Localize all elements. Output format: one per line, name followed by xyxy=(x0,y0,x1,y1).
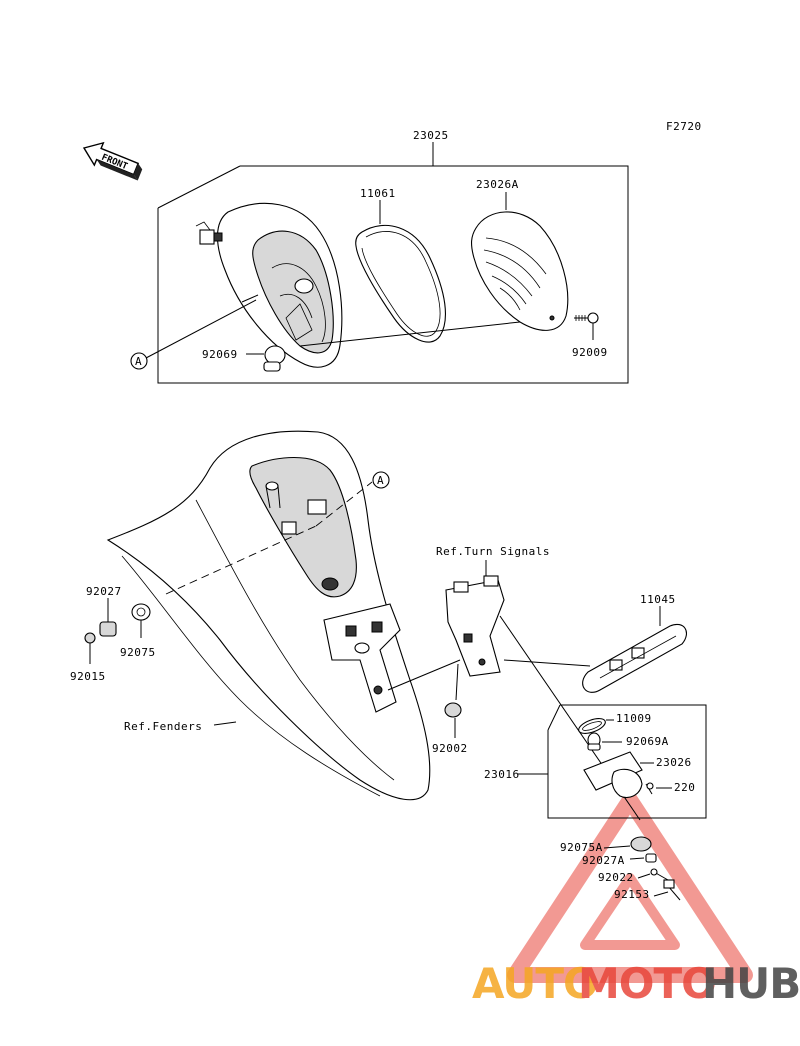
svg-text:A: A xyxy=(377,474,384,487)
tail-light-assembly: 23025 92069 11061 230 xyxy=(145,129,629,384)
svg-text:A: A xyxy=(135,355,142,368)
figure-code: F2720 xyxy=(666,120,702,133)
gasket-11009-icon xyxy=(578,718,606,734)
label-220: 220 xyxy=(674,781,695,794)
label-92069: 92069 xyxy=(202,348,238,361)
label-92075A: 92075A xyxy=(560,841,603,854)
label-92027A: 92027A xyxy=(582,854,625,867)
label-92009: 92009 xyxy=(572,346,608,359)
label-92075: 92075 xyxy=(120,646,156,659)
label-ref-turn-signals: Ref.Turn Signals xyxy=(436,545,550,558)
license-lamp-cover-11045 xyxy=(582,624,687,693)
watermark-part2: MOTO xyxy=(578,959,716,1008)
grommet-92075a-icon xyxy=(630,836,652,852)
label-92153: 92153 xyxy=(614,888,650,901)
label-23026A: 23026A xyxy=(476,178,519,191)
front-arrow-icon: FRONT xyxy=(82,141,143,181)
bulb-92069-icon xyxy=(263,345,286,372)
label-11045: 11045 xyxy=(640,593,676,606)
nut-92027-icon xyxy=(99,621,117,637)
nut-92027a-icon xyxy=(645,853,657,863)
label-23016: 23016 xyxy=(484,768,520,781)
washer-92015-icon xyxy=(84,632,96,644)
label-23026: 23026 xyxy=(656,756,692,769)
label-ref-fenders: Ref.Fenders xyxy=(124,720,202,733)
grommet-92002-icon xyxy=(444,702,462,718)
screw-92009-icon xyxy=(574,312,599,324)
label-92022: 92022 xyxy=(598,871,634,884)
label-92015: 92015 xyxy=(70,670,106,683)
watermark-part3: HUB xyxy=(702,959,800,1008)
label-23025: 23025 xyxy=(413,129,449,142)
bulb-92069a-icon xyxy=(587,732,601,751)
watermark-text: AUTO MOTO HUB xyxy=(472,959,800,1008)
turn-signal-bracket xyxy=(445,575,505,677)
license-lamp-assembly-box: 23016 xyxy=(484,704,707,819)
watermark-logo xyxy=(507,792,753,983)
reference-marker-a-fender: A xyxy=(372,471,390,489)
watermark-part1: AUTO xyxy=(472,959,598,1008)
reference-marker-a-top: A xyxy=(130,352,148,370)
label-11061: 11061 xyxy=(360,187,396,200)
label-92002: 92002 xyxy=(432,742,468,755)
grommet-92075-icon xyxy=(131,603,151,621)
lamp-lens-23026-icon xyxy=(583,751,643,799)
rear-fender xyxy=(106,430,431,801)
label-92069A: 92069A xyxy=(626,735,669,748)
bolt-92153-icon xyxy=(663,879,681,901)
label-11009: 11009 xyxy=(616,712,652,725)
label-92027: 92027 xyxy=(86,585,122,598)
bolt-92022-icon xyxy=(650,868,669,881)
screw-220-icon xyxy=(645,782,654,795)
